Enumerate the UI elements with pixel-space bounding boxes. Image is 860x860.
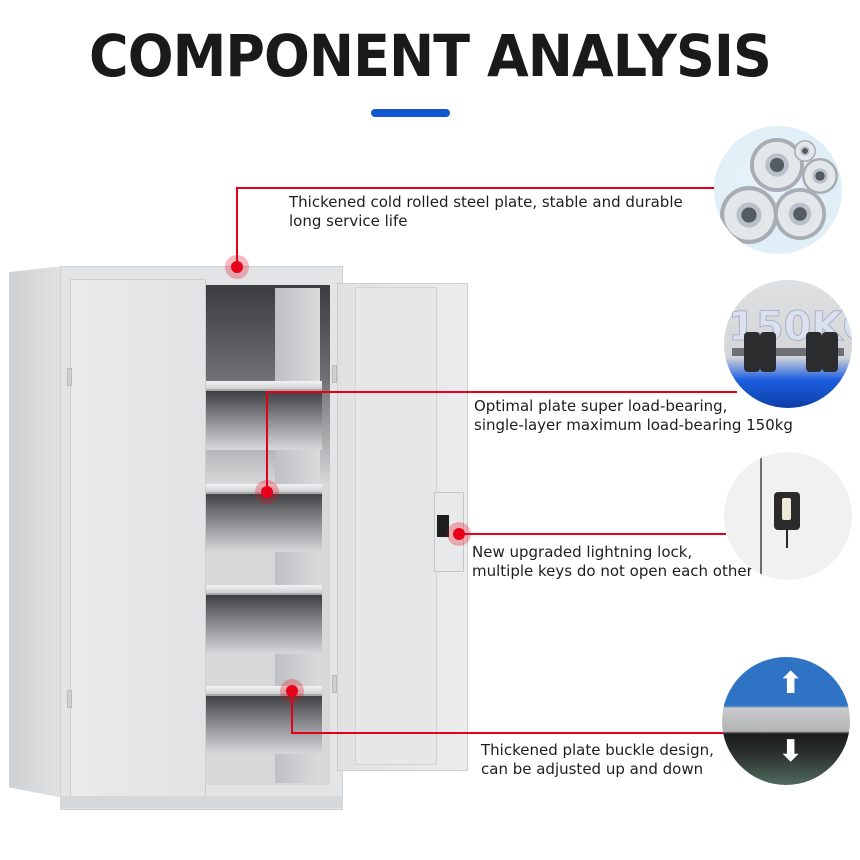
callout-1-description: Thickened cold rolled steel plate, stabl… xyxy=(289,193,683,230)
callout-marker xyxy=(225,255,249,279)
callout-4-description: Thickened plate buckle design, can be ad… xyxy=(481,741,714,778)
callout-3-description: New upgraded lightning lock, multiple ke… xyxy=(472,543,753,580)
callout-line xyxy=(458,533,726,535)
hinge xyxy=(67,368,72,386)
callout-marker xyxy=(280,679,304,703)
callout-line xyxy=(291,690,293,734)
steel-coils-image xyxy=(714,126,842,254)
callout-marker xyxy=(447,522,471,546)
title-underline xyxy=(371,109,450,117)
callout-line xyxy=(236,187,238,267)
door-panel-recess xyxy=(355,287,437,765)
cabinet-side-panel xyxy=(9,266,64,798)
cabinet-base xyxy=(60,796,343,808)
callout-line xyxy=(236,187,716,189)
dumbbell-bar xyxy=(732,348,844,356)
callout-marker xyxy=(255,480,279,504)
up-arrow-icon: ⬆ xyxy=(778,667,804,700)
shelf xyxy=(206,381,322,391)
down-arrow-icon: ⬇ xyxy=(778,735,804,768)
callout-line xyxy=(266,391,268,491)
lock-icon xyxy=(437,515,449,537)
callout-line xyxy=(267,391,737,393)
key-icon xyxy=(786,530,788,548)
page-title: COMPONENT ANALYSIS xyxy=(89,22,772,90)
shelf-buckle-image: ⬆ ⬇ xyxy=(722,657,850,785)
lock-icon xyxy=(774,492,800,530)
cabinet-left-door xyxy=(70,279,206,797)
shelf xyxy=(206,686,322,696)
dumbbell-150kg-image: 150KG xyxy=(724,280,852,408)
callout-line xyxy=(291,732,726,734)
hinge xyxy=(67,690,72,708)
hinge xyxy=(332,365,337,383)
shelf xyxy=(206,585,322,595)
lock-closeup-image xyxy=(724,452,852,580)
hinge xyxy=(332,675,337,693)
callout-2-description: Optimal plate super load-bearing, single… xyxy=(474,397,793,434)
